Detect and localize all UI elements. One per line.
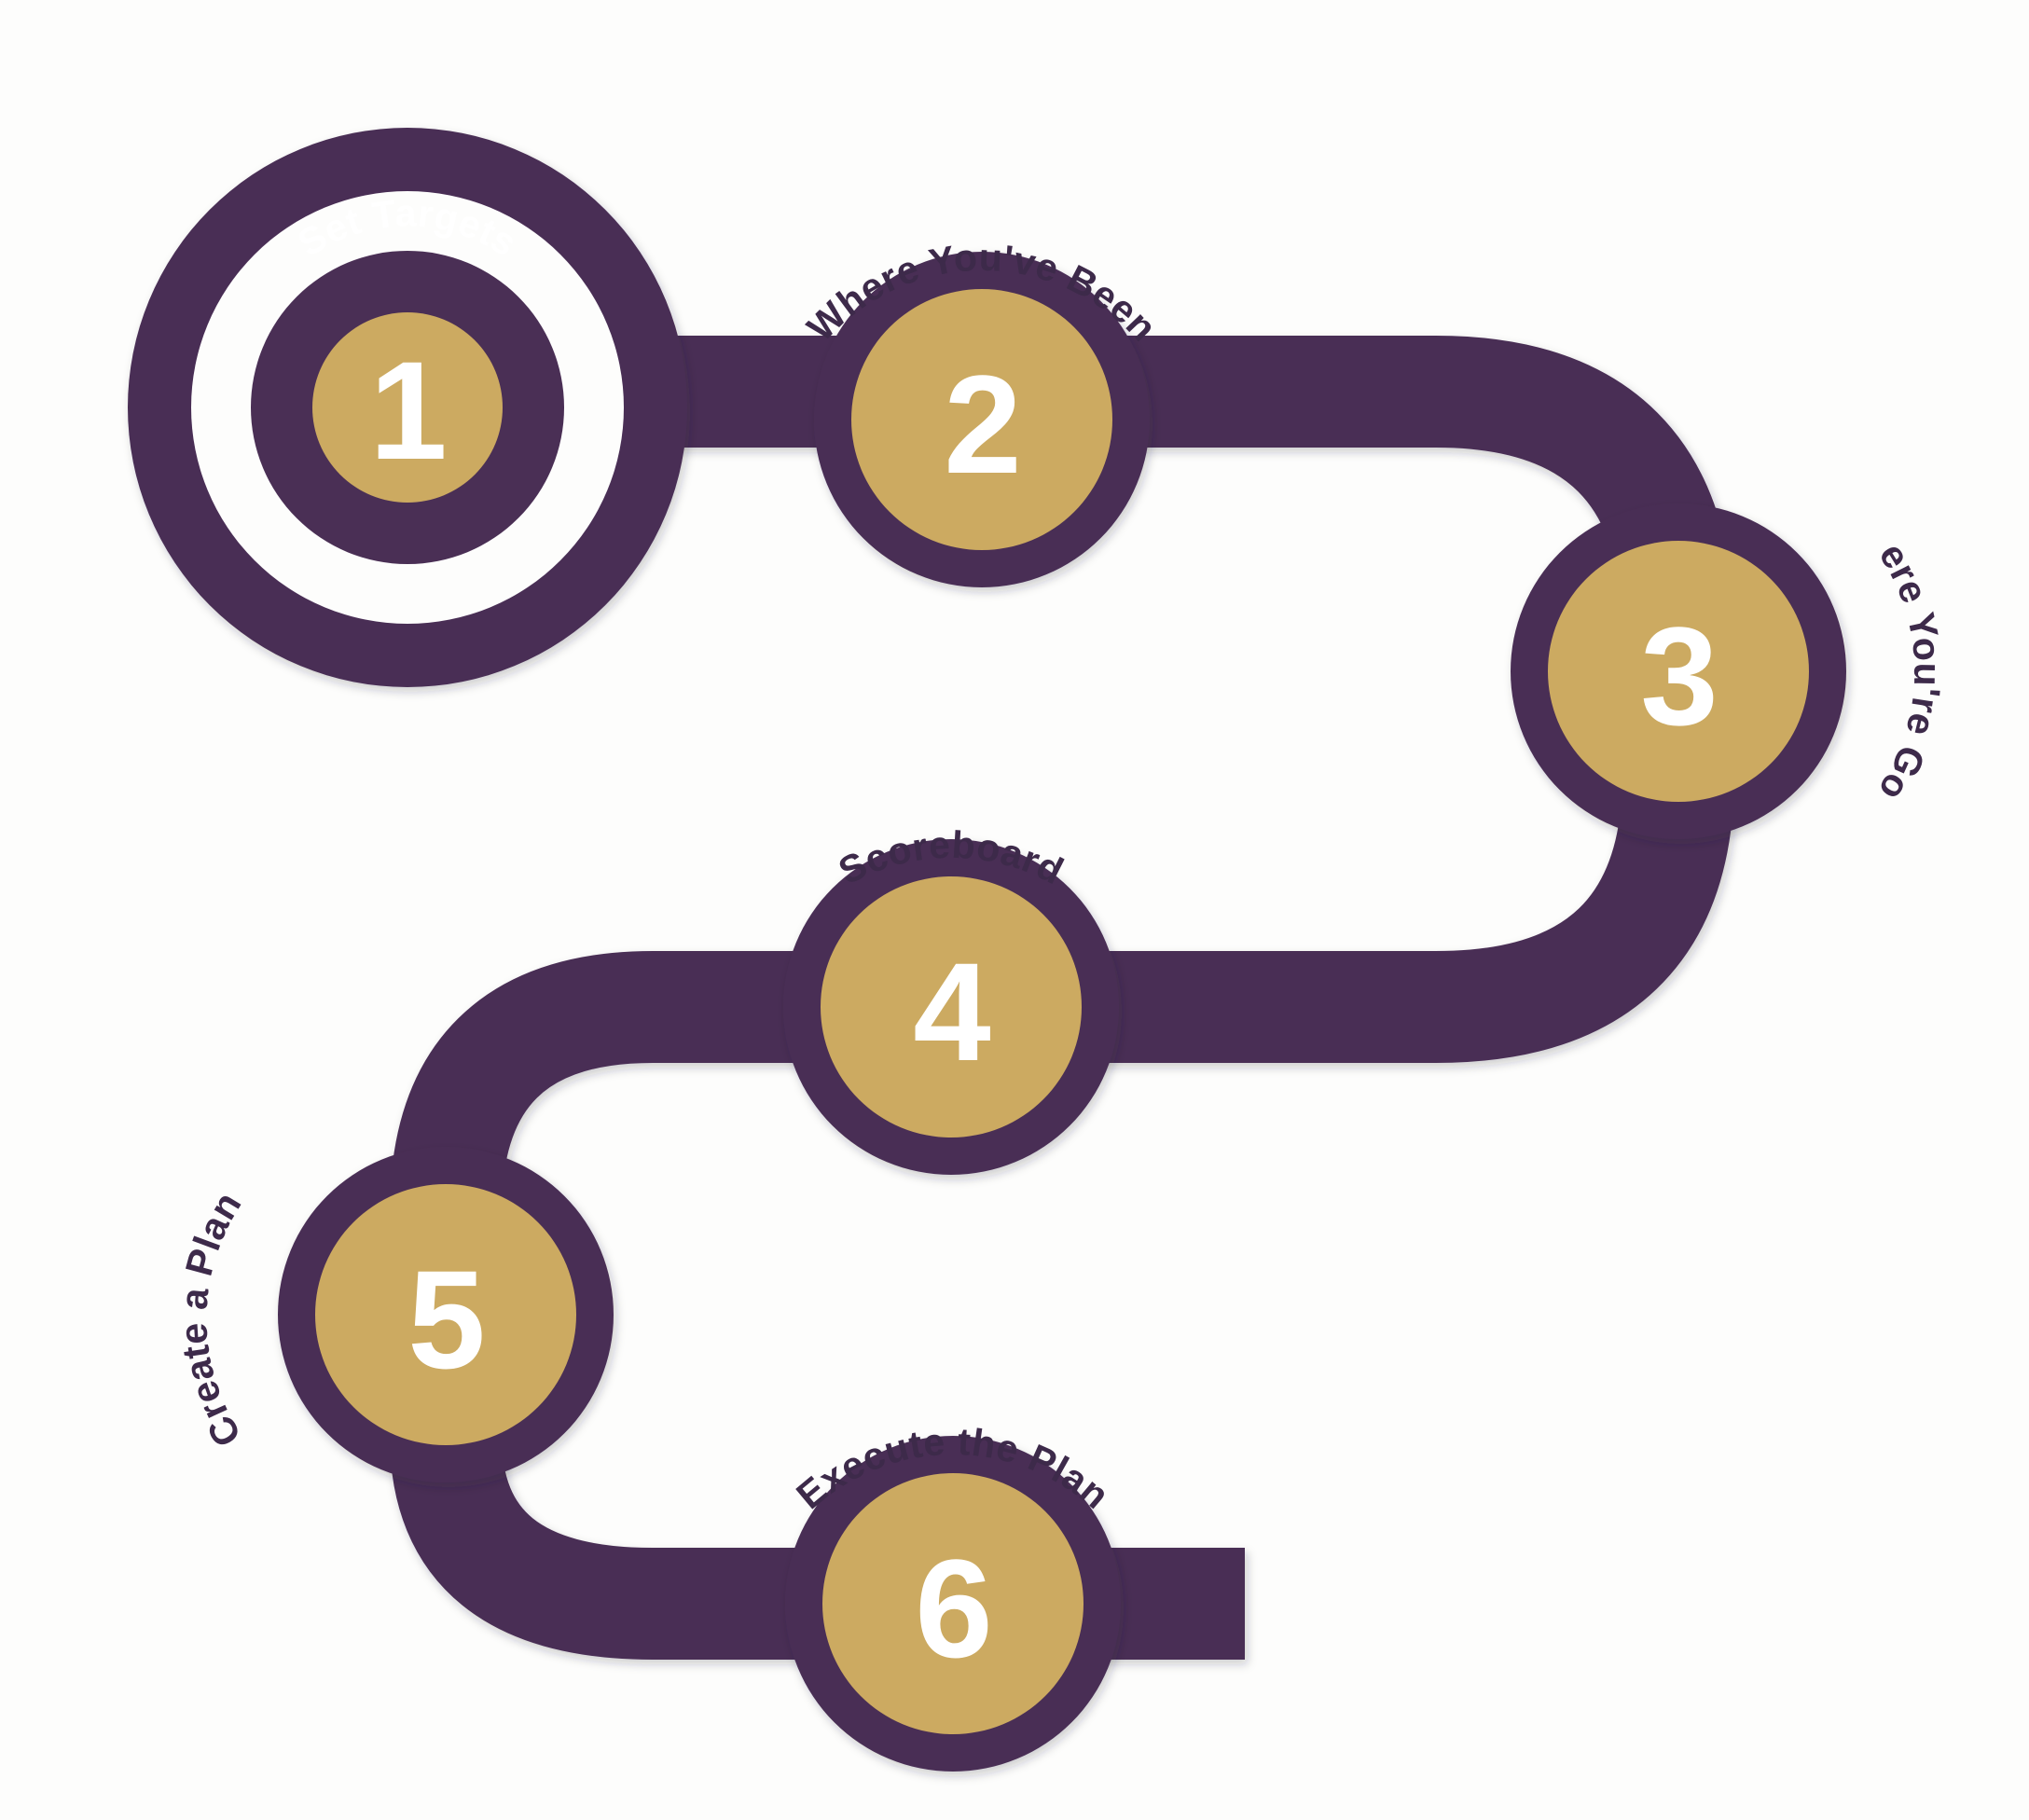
- step-6-number: 6: [915, 1530, 990, 1687]
- step-4-number: 4: [913, 933, 990, 1090]
- step-2-core-gold: [851, 289, 1112, 550]
- step-6-core-gold: [822, 1473, 1084, 1734]
- step-4-core-gold: [821, 876, 1082, 1138]
- step-3-number: 3: [1640, 598, 1716, 754]
- step-node-2[interactable]: 2 Where You've Been: [799, 236, 1166, 587]
- step-3-core-gold: [1548, 541, 1809, 802]
- step-5-core-gold: [315, 1184, 576, 1445]
- step-1-number: 1: [369, 332, 445, 489]
- step-2-number: 2: [944, 346, 1019, 503]
- step-1-core-gold: [312, 312, 503, 503]
- step-5-number: 5: [407, 1241, 483, 1398]
- step-node-6[interactable]: 6 Execute the Plan: [785, 1420, 1121, 1772]
- step-node-5[interactable]: 5 Create a Plan: [172, 1147, 614, 1482]
- step-node-1[interactable]: 1 Set Targets: [128, 128, 687, 687]
